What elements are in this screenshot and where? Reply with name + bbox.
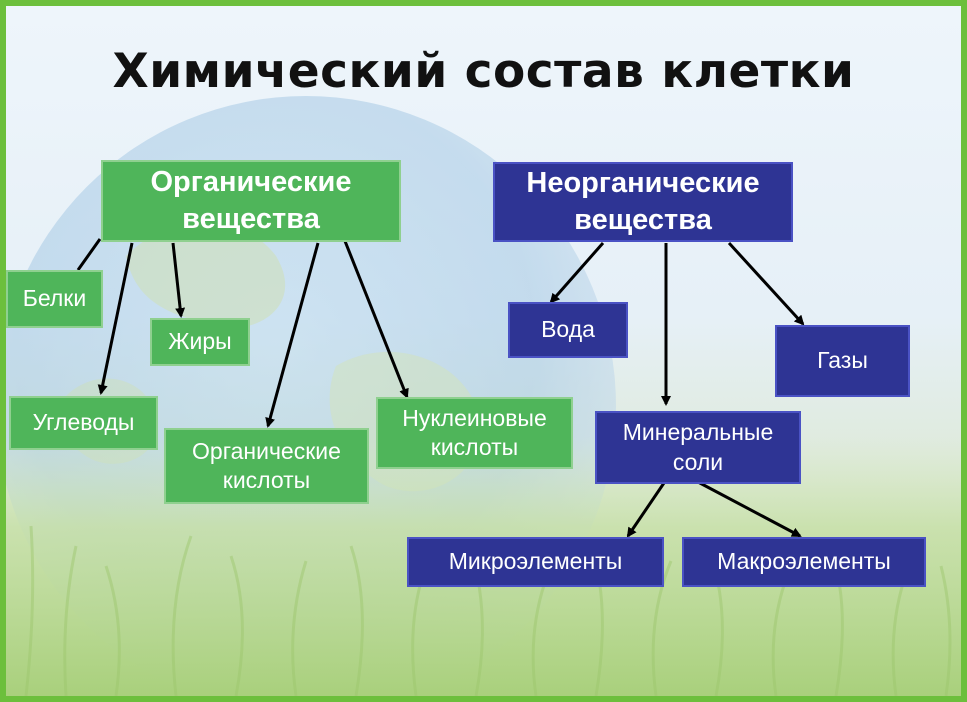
inorganic-substances-box: Неорганические вещества: [493, 162, 793, 242]
proteins-box: Белки: [6, 270, 103, 328]
connector-arrows: [76, 225, 805, 538]
organic-substances-box: Органические вещества: [101, 160, 401, 242]
water-box: Вода: [508, 302, 628, 358]
arrow-to-microelements: [626, 479, 668, 538]
arrow-to-proteins: [76, 238, 102, 271]
arrow-to-nucleic-acids: [337, 225, 409, 399]
arrow-to-water: [549, 242, 605, 304]
arrow-to-carbs: [97, 242, 134, 395]
mineral-salts-box: Минеральные соли: [595, 411, 801, 484]
arrow-to-organic-acids: [265, 242, 320, 428]
arrow-to-gases: [727, 241, 805, 326]
gases-box: Газы: [775, 325, 910, 397]
microelements-box: Микроэлементы: [407, 537, 664, 587]
carbohydrates-box: Углеводы: [9, 396, 158, 450]
arrow-to-macroelements: [697, 480, 802, 538]
nucleic-acids-box: Нуклеиновые кислоты: [376, 397, 573, 469]
fats-box: Жиры: [150, 318, 250, 366]
organic-acids-box: Органические кислоты: [164, 428, 369, 504]
page-title: Химический состав клетки: [112, 44, 855, 99]
macroelements-box: Макроэлементы: [682, 537, 926, 587]
arrow-to-fats: [171, 242, 186, 318]
